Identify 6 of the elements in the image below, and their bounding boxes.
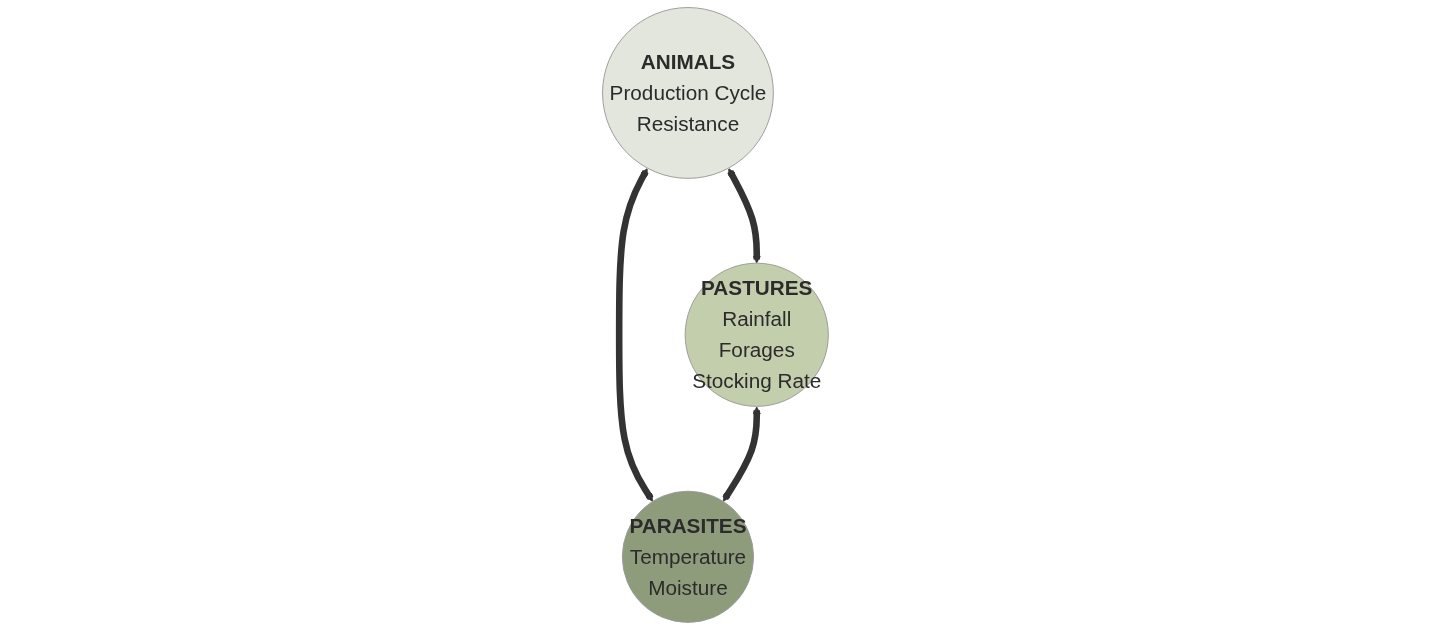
arrow bbox=[726, 168, 761, 264]
arrow bbox=[722, 406, 761, 502]
node-circle: PASTURES Rainfall Forages Stocking Rate bbox=[684, 262, 829, 407]
arrow bbox=[615, 168, 654, 502]
node-circle: ANIMALS Production Cycle Resistance bbox=[601, 7, 774, 179]
node-circle: PARASITES Temperature Moisture bbox=[621, 490, 754, 623]
